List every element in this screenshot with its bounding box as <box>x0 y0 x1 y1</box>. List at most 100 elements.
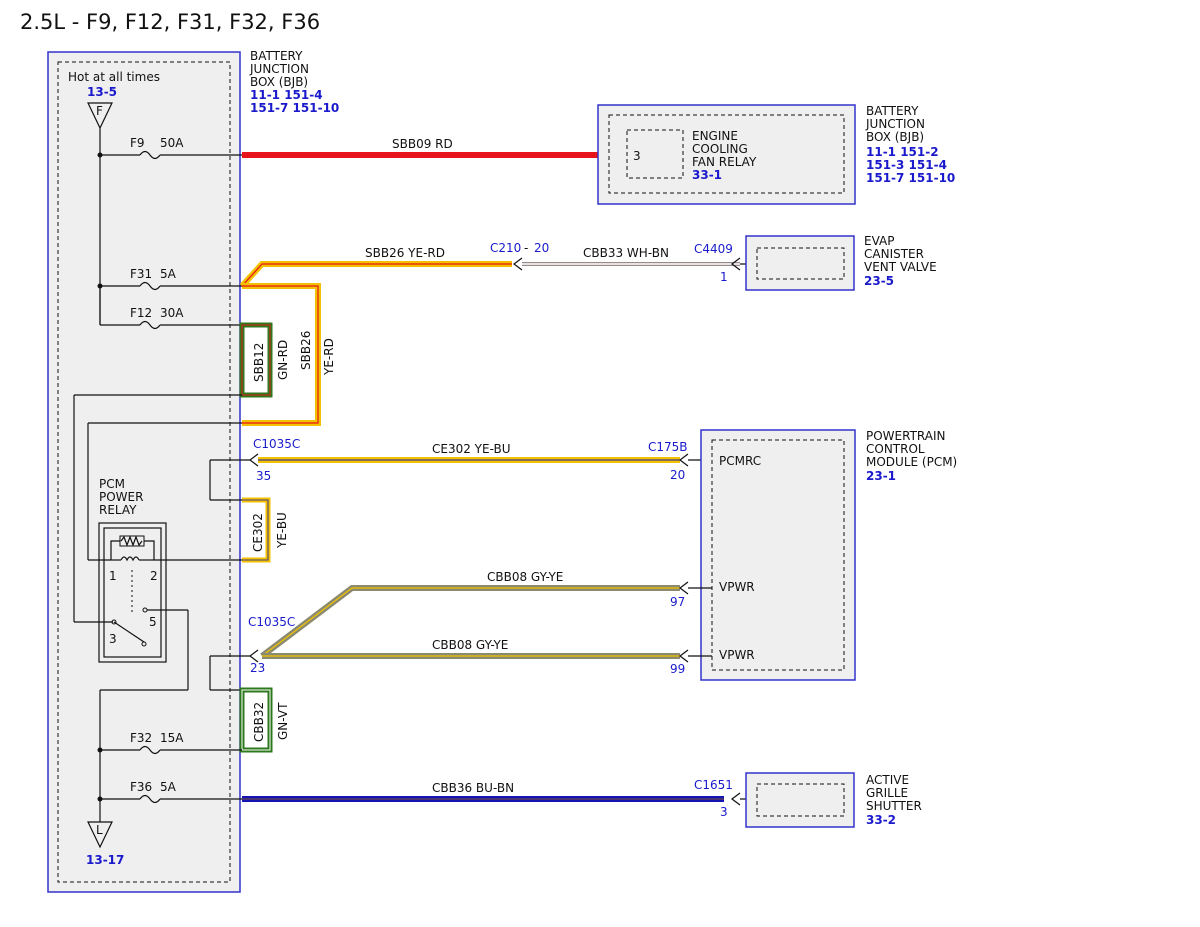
bjb-left-ref-2: 151-7 151-10 <box>250 101 339 115</box>
pcm-label-3: MODULE (PCM) <box>866 455 957 469</box>
fuse-f12-icon <box>139 320 161 330</box>
wire-sbb26 <box>239 261 512 289</box>
c1035c-top-label: C1035C <box>253 437 300 451</box>
fuse-f36-name: F36 <box>130 780 152 794</box>
wire-cbb36-label: CBB36 BU-BN <box>432 781 514 795</box>
pcm-label-1: POWERTRAIN <box>866 429 946 443</box>
fuse-f31-icon <box>139 281 161 291</box>
fuse-f9-name: F9 <box>130 136 145 150</box>
engine-fan-relay-pin: 3 <box>633 149 641 163</box>
pin-99: 99 <box>670 662 685 676</box>
fuse-f32-name: F32 <box>130 731 152 745</box>
power-source-bottom-symbol: L <box>96 823 103 837</box>
pcm-relay-label-3: RELAY <box>99 503 137 517</box>
evap-ref: 23-5 <box>864 274 894 288</box>
relay-pin-3: 3 <box>109 632 117 646</box>
ce302-color: YE-BU <box>275 512 289 549</box>
sbb26-loop-code: SBB26 <box>299 331 313 370</box>
bjb-left-ref-1: 11-1 151-4 <box>250 88 323 102</box>
fuse-f12-rating: 30A <box>160 306 184 320</box>
engine-fan-relay-label-1: ENGINE <box>692 129 738 143</box>
bjb-left-inner <box>57 61 231 883</box>
relay-switch-icon <box>113 621 145 643</box>
fuse-f9-icon <box>139 150 161 160</box>
fuse-f32-icon <box>139 745 161 755</box>
diagram-title: 2.5L - F9, F12, F31, F32, F36 <box>20 10 320 34</box>
evap-label-3: VENT VALVE <box>864 260 937 274</box>
fuse-f12-name: F12 <box>130 306 152 320</box>
pcm-relay-label-1: PCM <box>99 477 125 491</box>
bottom-ref: 13-17 <box>86 853 124 867</box>
engine-fan-relay-ref: 33-1 <box>692 168 722 182</box>
hot-at-all-times-label: Hot at all times <box>68 70 160 84</box>
pcm-relay-label-2: POWER <box>99 490 143 504</box>
power-source-top-icon <box>87 102 113 130</box>
relay-pin-5: 5 <box>149 615 157 629</box>
c1035c-bot-pin: 23 <box>250 661 265 675</box>
relay-coil-icon <box>120 556 140 562</box>
cbb32-color: GN-VT <box>276 702 290 740</box>
bjb-left-label-1: BATTERY <box>250 49 303 63</box>
evap-label-1: EVAP <box>864 234 894 248</box>
ags-label-1: ACTIVE <box>866 773 909 787</box>
wire-sbb26-label: SBB26 YE-RD <box>365 246 445 260</box>
c175b-label: C175B <box>648 440 688 454</box>
sbb26-loop-color: YE-RD <box>322 338 336 376</box>
bjb-right-ref-3: 151-7 151-10 <box>866 171 955 185</box>
pcm-pin-pcmrc: PCMRC <box>719 454 761 468</box>
fuse-f36-icon <box>139 794 161 804</box>
evap-box <box>745 235 855 291</box>
ags-label-3: SHUTTER <box>866 799 922 813</box>
c175b-pin: 20 <box>670 468 685 482</box>
bjb-left-label-2: JUNCTION <box>249 62 309 76</box>
pcm-relay-box <box>98 522 167 663</box>
sbb12-color: GN-RD <box>276 340 290 380</box>
wire-cbb08-a-label: CBB08 GY-YE <box>487 570 563 584</box>
c1651-pin: 3 <box>720 805 728 819</box>
ags-ref: 33-2 <box>866 813 896 827</box>
c210-label: C210 <box>490 241 521 255</box>
pcm-ref: 23-1 <box>866 469 896 483</box>
bjb-right-label-3: BOX (BJB) <box>866 130 924 144</box>
c1651-label: C1651 <box>694 778 733 792</box>
sbb12-code: SBB12 <box>252 343 266 382</box>
fuse-f9-rating: 50A <box>160 136 184 150</box>
wire-cbb08-b-label: CBB08 GY-YE <box>432 638 508 652</box>
c1035c-top-pin: 35 <box>256 469 271 483</box>
top-ref: 13-5 <box>87 85 117 99</box>
c210-dash: - <box>524 241 528 255</box>
fuse-f31-name: F31 <box>130 267 152 281</box>
bjb-left-box <box>47 51 241 893</box>
ags-box <box>745 772 855 828</box>
bjb-right-label-1: BATTERY <box>866 104 919 118</box>
bjb-right-label-2: JUNCTION <box>865 117 925 131</box>
bjb-right-ref-1: 11-1 151-2 <box>866 145 939 159</box>
fuse-f36-rating: 5A <box>160 780 177 794</box>
power-source-top-symbol: F <box>96 104 103 118</box>
wire-sbb09-label: SBB09 RD <box>392 137 453 151</box>
pcm-label-2: CONTROL <box>866 442 925 456</box>
relay-pin-2: 2 <box>150 569 158 583</box>
relay-pin-1: 1 <box>109 569 117 583</box>
pin-97: 97 <box>670 595 685 609</box>
wire-ce302-label: CE302 YE-BU <box>432 442 511 456</box>
ags-label-2: GRILLE <box>866 786 908 800</box>
c210-pin: 20 <box>534 241 549 255</box>
c1035c-bot-label: C1035C <box>248 615 295 629</box>
bjb-left-label-3: BOX (BJB) <box>250 75 308 89</box>
engine-fan-relay-box <box>597 104 856 205</box>
c4409-label: C4409 <box>694 242 733 256</box>
fuse-f32-rating: 15A <box>160 731 184 745</box>
pcm-pin-vpwr1: VPWR <box>719 580 755 594</box>
bjb-right-ref-2: 151-3 151-4 <box>866 158 947 172</box>
fuse-f31-rating: 5A <box>160 267 177 281</box>
pcm-pin-vpwr2: VPWR <box>719 648 755 662</box>
engine-fan-relay-label-2: COOLING <box>692 142 748 156</box>
pcm-box <box>700 429 856 681</box>
cbb32-code: CBB32 <box>252 702 266 742</box>
ce302-code: CE302 <box>251 513 265 552</box>
c4409-pin: 1 <box>720 270 728 284</box>
engine-fan-relay-label-3: FAN RELAY <box>692 155 757 169</box>
power-source-bottom-icon <box>87 821 113 849</box>
